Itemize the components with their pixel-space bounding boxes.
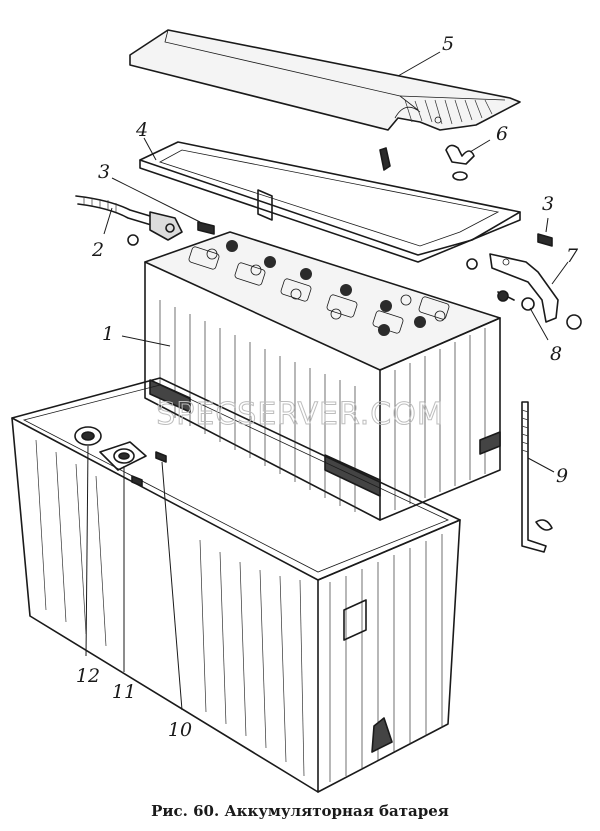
leader-lines: [85, 51, 569, 711]
rod-part: [521, 401, 553, 553]
callout-3-right: 3: [542, 193, 554, 215]
callout-7: 7: [566, 245, 579, 267]
battery-body-part: [144, 231, 501, 521]
callout-8: 8: [550, 343, 562, 365]
callout-11: 11: [112, 681, 136, 703]
callout-9: 9: [556, 465, 568, 487]
cable-part: [75, 195, 215, 246]
callout-4: 4: [135, 119, 148, 141]
figure-caption: Рис. 60. Аккумуляторная батарея: [151, 802, 449, 820]
callout-6: 6: [496, 123, 508, 145]
battery-box-part: [11, 377, 461, 793]
callout-1: 1: [102, 323, 114, 345]
wing-nut-part: [445, 144, 475, 181]
cover-part: [129, 29, 521, 131]
bracket-part: [466, 233, 582, 330]
callout-10: 10: [168, 719, 192, 741]
callout-12: 12: [76, 665, 100, 687]
frame-part: [139, 141, 521, 263]
battery-exploded-diagram: SPECSERVER.COM 1 2 3 3 4 5 6 7 8 9 10 11…: [11, 29, 582, 793]
callout-3-left: 3: [98, 161, 110, 183]
callout-2: 2: [91, 239, 104, 261]
watermark-text: SPECSERVER.COM: [156, 397, 443, 432]
callout-5: 5: [442, 33, 454, 55]
